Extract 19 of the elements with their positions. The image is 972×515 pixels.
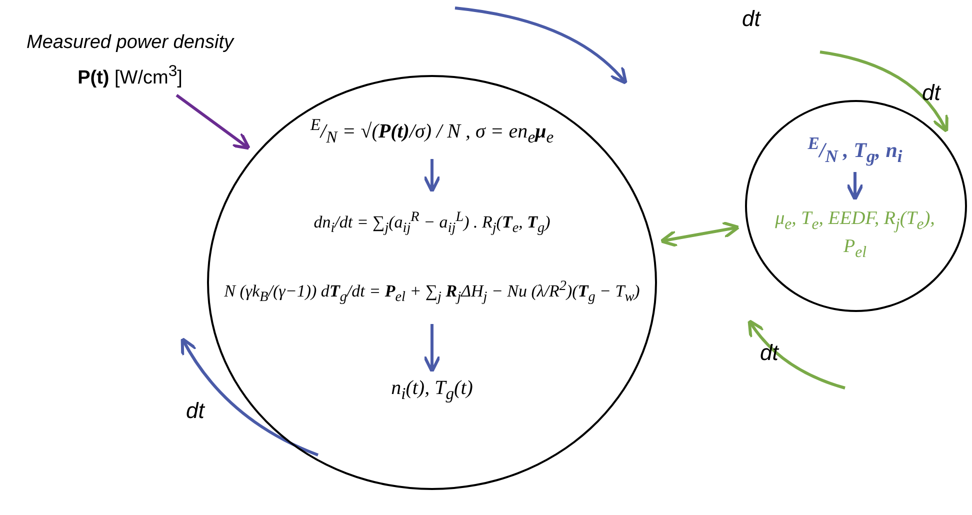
equation: $^{E}$/$_{N}$ , T$_{g}$, n$_{i}$ xyxy=(808,132,902,168)
arrow xyxy=(423,324,441,373)
time-step-label: dt xyxy=(922,80,940,106)
annotation-text: P(t) [W/cm$^{3}$] xyxy=(78,62,182,90)
equation: dn$_{i}$/dt = ∑$_{j}$(a$_{ij}$$^{R}$ − a$_{ij}$$^{L}$) . R$_{j}$(T$_{e}$, T$_{g}$) xyxy=(314,208,550,237)
arrow xyxy=(846,172,864,201)
equation: n$_{i}$(t), T$_{g}$(t) xyxy=(391,376,473,405)
process-circle xyxy=(745,100,967,312)
arrow xyxy=(176,94,250,150)
time-step-label: dt xyxy=(760,340,778,366)
time-step-label: dt xyxy=(186,398,204,424)
arrow xyxy=(423,159,441,193)
process-circle xyxy=(207,75,657,490)
arrow xyxy=(660,221,740,248)
annotation-text: Measured power density xyxy=(26,31,234,56)
equation: N (γk$_{B}$/(γ−1)) dT$_{g}$/dt = P$_{el}$ + ∑$_{j}$ R$_{j}$ΔH$_{j}$ − Nu (λ/R$^{2}$)(T$_{g}$ − T$_{w}$) xyxy=(224,277,640,306)
equation: $^{E}$/$_{N}$ = √(P(t)/σ) / N , σ = en$_{e}$μ$_{e}$ xyxy=(310,114,554,148)
time-step-label: dt xyxy=(742,6,760,32)
equation: μ$_{e}$, T$_{e}$, EEDF, R$_{j}$(T$_{e}$), P$_{el}$ xyxy=(774,206,936,263)
